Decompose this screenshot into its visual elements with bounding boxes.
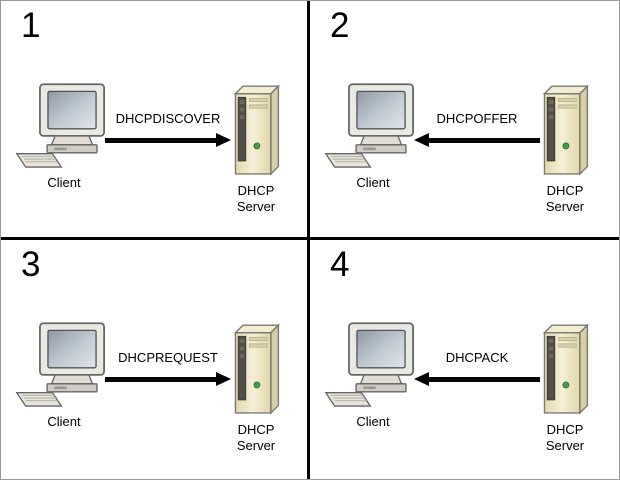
- dhcp-server-label: DHCP Server: [236, 183, 276, 215]
- dhcp-server-icon: DHCP Server: [227, 322, 285, 455]
- dhcp-server-label: DHCP Server: [545, 422, 585, 454]
- dhcp-message-label: DHCPACK: [445, 350, 509, 365]
- client-computer-icon: Client: [324, 81, 422, 190]
- dhcp-server-icon: DHCP Server: [536, 83, 594, 216]
- client-computer-icon: Client: [15, 81, 113, 190]
- dhcp-message-arrow: DHCPREQUEST: [105, 350, 231, 387]
- quadrant-2: 2 Client DHCPOFFER DHCP Server: [310, 1, 619, 240]
- arrow-line: [427, 138, 540, 143]
- dhcp-message-arrow: DHCPDISCOVER: [105, 111, 231, 148]
- dhcp-message-label: DHCPDISCOVER: [115, 111, 221, 126]
- arrow-head-icon: [414, 133, 429, 147]
- quadrant-3: 3 Client DHCPREQUEST DHCP Server: [1, 240, 310, 479]
- step-number: 3: [21, 245, 41, 284]
- client-label: Client: [356, 175, 390, 190]
- client-computer-icon: Client: [324, 320, 422, 429]
- client-label: Client: [47, 175, 81, 190]
- dhcp-message-label: DHCPOFFER: [436, 111, 518, 126]
- arrow-shaft: [105, 372, 231, 387]
- dhcp-server-label: DHCP Server: [236, 422, 276, 454]
- dhcp-message-label: DHCPREQUEST: [118, 350, 218, 365]
- step-number: 1: [21, 6, 41, 45]
- dhcp-server-icon: DHCP Server: [536, 322, 594, 455]
- arrow-shaft: [414, 372, 540, 387]
- dhcp-server-icon: DHCP Server: [227, 83, 285, 216]
- arrow-head-icon: [414, 372, 429, 386]
- arrow-shaft: [105, 133, 231, 148]
- dhcp-server-label: DHCP Server: [545, 183, 585, 215]
- arrow-line: [427, 377, 540, 382]
- arrow-line: [105, 377, 218, 382]
- quadrant-1: 1 Client DHCPDISCOVER DHCP Server: [1, 1, 310, 240]
- client-computer-icon: Client: [15, 320, 113, 429]
- client-label: Client: [47, 414, 81, 429]
- arrow-shaft: [414, 133, 540, 148]
- arrow-line: [105, 138, 218, 143]
- client-label: Client: [356, 414, 390, 429]
- dhcp-message-arrow: DHCPOFFER: [414, 111, 540, 148]
- quadrant-4: 4 Client DHCPACK DHCP Server: [310, 240, 619, 479]
- step-number: 4: [330, 245, 350, 284]
- dhcp-message-arrow: DHCPACK: [414, 350, 540, 387]
- step-number: 2: [330, 6, 350, 45]
- arrow-head-icon: [216, 372, 231, 386]
- arrow-head-icon: [216, 133, 231, 147]
